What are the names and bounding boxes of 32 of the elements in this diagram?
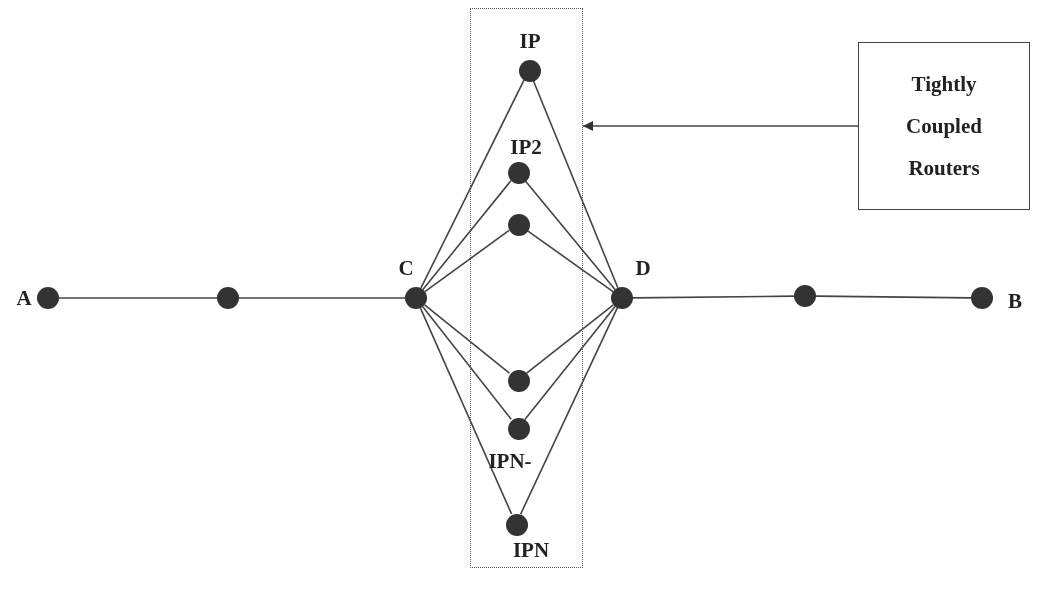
dotted-group-box: [470, 8, 583, 568]
link-line: [58, 297, 218, 299]
note-text: Tightly Coupled Routers: [905, 71, 983, 182]
node-label: IPN: [512, 537, 550, 563]
link-line: [238, 297, 406, 299]
link-line: [424, 229, 510, 293]
router-node: [217, 287, 239, 309]
node-label: C: [398, 255, 414, 281]
node-label: IP: [519, 28, 541, 54]
link-line: [422, 305, 512, 421]
link-line: [815, 295, 972, 299]
link-line: [526, 229, 614, 293]
arrow: [582, 121, 859, 131]
link-line: [420, 79, 525, 289]
node-label: B: [1008, 288, 1022, 314]
link-line: [419, 307, 513, 515]
router-node: [794, 285, 816, 307]
link-line: [532, 79, 619, 289]
node-label: IP2: [510, 134, 542, 160]
link-line: [422, 179, 512, 291]
node-label: A: [16, 285, 32, 311]
link-line: [519, 307, 619, 515]
link-line: [632, 295, 795, 299]
node-label: IPN-: [488, 448, 532, 474]
node-label: D: [635, 255, 651, 281]
link-line: [524, 305, 616, 421]
link-line: [524, 179, 616, 291]
router-node: [508, 214, 530, 236]
link-line: [525, 304, 615, 374]
link-line: [423, 304, 511, 374]
note-box: [858, 42, 1030, 210]
router-node: [508, 370, 530, 392]
